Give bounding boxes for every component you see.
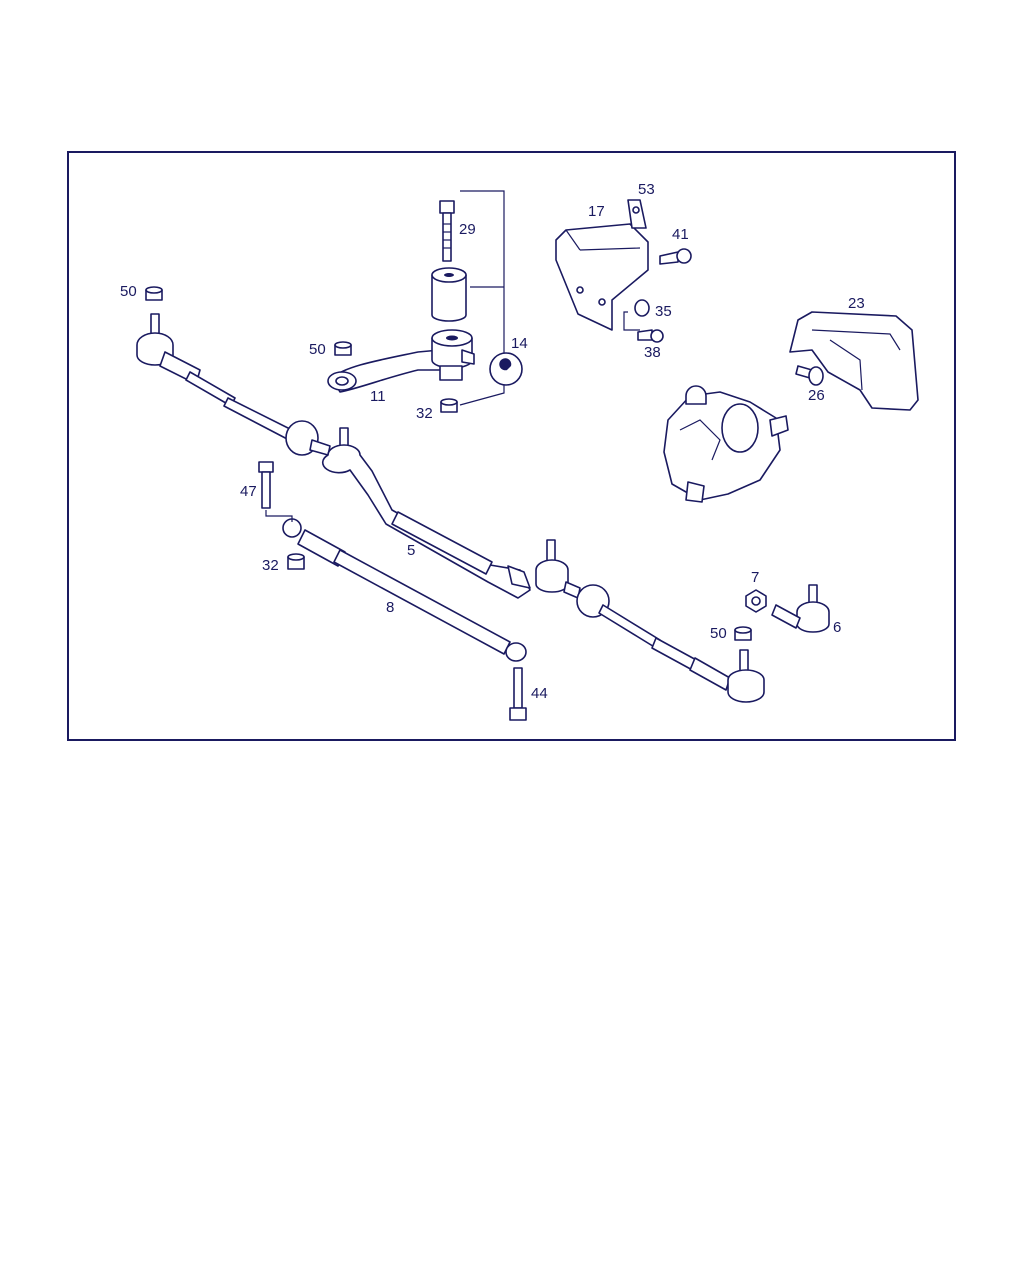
label-41: 41: [672, 226, 689, 243]
callout-labels: 29 14 50 50 50 11 32 32 53 17 41 35 38 2…: [120, 181, 865, 702]
steering-damper-8: [282, 518, 527, 662]
nut-50-left: [145, 286, 163, 301]
nut-50-right: [734, 626, 752, 641]
label-38: 38: [644, 344, 661, 361]
clip-53: [627, 199, 647, 229]
label-26: 26: [808, 387, 825, 404]
nut-32-lower: [287, 553, 305, 570]
label-5: 5: [407, 542, 415, 559]
tie-rod-left: [136, 313, 331, 456]
label-14: 14: [511, 335, 528, 352]
label-50-center: 50: [309, 341, 326, 358]
label-7: 7: [751, 569, 759, 586]
tie-rod-right: [576, 584, 765, 703]
label-53: 53: [638, 181, 655, 198]
nut-35: [623, 299, 650, 331]
label-29: 29: [459, 221, 476, 238]
group-bracket-14: [459, 190, 505, 406]
bushing: [431, 267, 467, 322]
label-44: 44: [531, 685, 548, 702]
diagram-frame: [67, 151, 956, 741]
ball-joint-6: [771, 584, 830, 633]
label-11: 11: [370, 388, 386, 405]
label-47: 47: [240, 483, 257, 500]
label-8: 8: [386, 599, 394, 616]
label-32-lower: 32: [262, 557, 279, 574]
label-35: 35: [655, 303, 672, 320]
nut-50-center: [334, 341, 352, 356]
screw-41: [659, 248, 692, 265]
drag-link-5: [321, 427, 531, 599]
label-17: 17: [588, 203, 605, 220]
nut-7: [745, 589, 767, 613]
steering-gearbox: [663, 385, 789, 503]
idler-arm-11: [327, 329, 475, 393]
bolt-29: [439, 200, 455, 262]
label-23: 23: [848, 295, 865, 312]
screw-26: [795, 365, 824, 386]
label-50-right: 50: [710, 625, 727, 642]
wrench-icon: [489, 352, 523, 386]
bolt-47: [258, 461, 293, 522]
label-6: 6: [833, 619, 841, 636]
nut-32-upper: [440, 398, 458, 413]
bolt-44: [509, 667, 527, 721]
screw-38: [637, 329, 664, 343]
cover-23: [789, 311, 919, 411]
label-50-left: 50: [120, 283, 137, 300]
bracket-17: [555, 223, 649, 331]
label-32-upper: 32: [416, 405, 433, 422]
tie-rod-end-center-right: [535, 539, 581, 599]
